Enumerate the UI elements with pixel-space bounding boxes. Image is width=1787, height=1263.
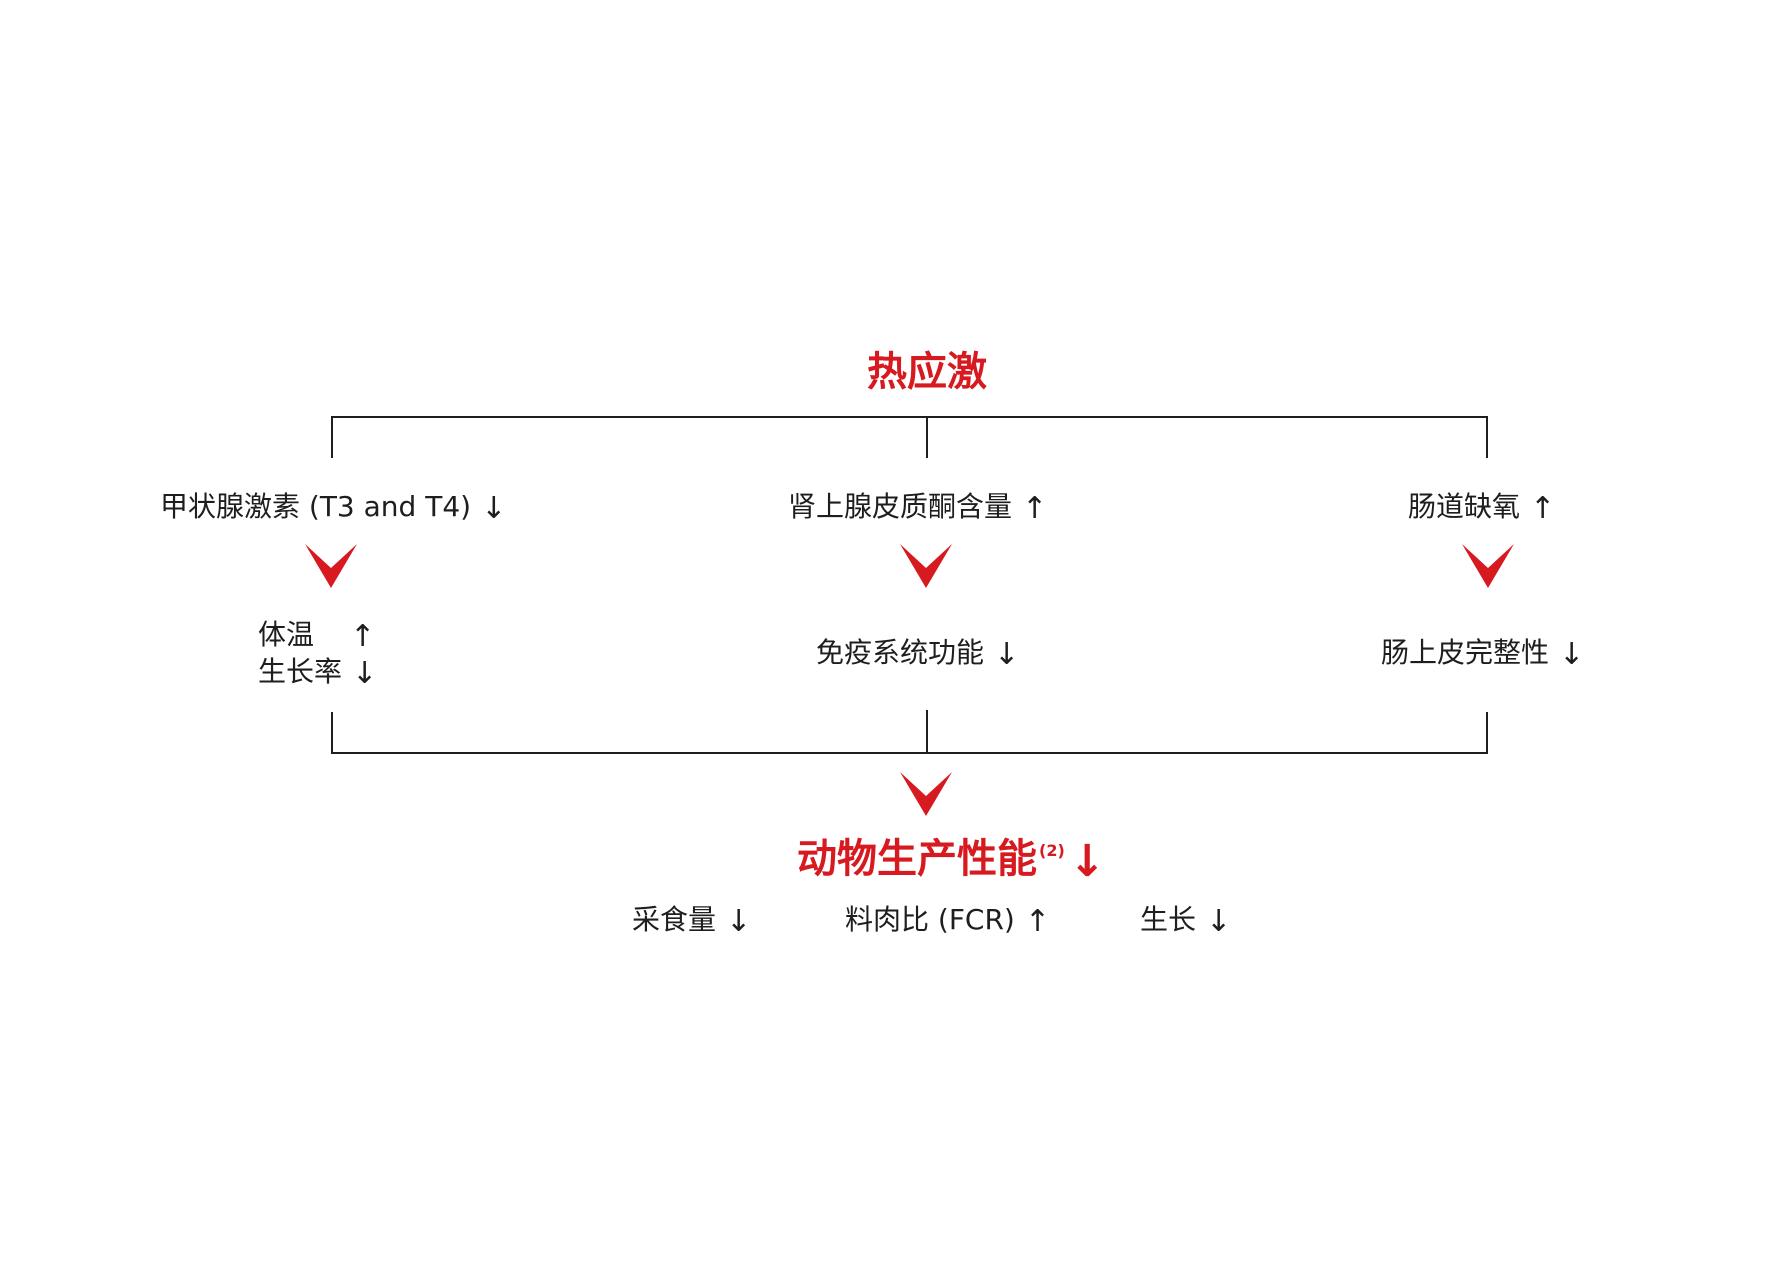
branch-cause-corticosterone: 肾上腺皮质酮含量 ↑ (788, 490, 1047, 526)
branch-cause-intestinal-hypoxia: 肠道缺氧 ↑ (1408, 490, 1555, 526)
effect-label: 免疫系统功能 (816, 636, 985, 669)
result-label: 动物生产性能 (797, 836, 1037, 882)
red-chevron-down-icon (900, 772, 952, 816)
outcome-label: 料肉比 (FCR) (845, 903, 1015, 936)
arrow-up-icon: ↑ (1024, 904, 1051, 939)
arrow-up-icon: ↑ (1022, 491, 1048, 526)
outcome-fcr: 料肉比 (FCR) ↑ (845, 903, 1050, 939)
arrow-down-icon: ↓ (1559, 637, 1585, 672)
outcome-growth: 生长 ↓ (1140, 903, 1231, 939)
effect-growth-rate: 生长率 ↓ (258, 655, 377, 691)
cause-label: 甲状腺激素 (T3 and T4) (160, 490, 472, 523)
outcome-label: 采食量 (632, 903, 717, 936)
arrow-down-icon: ↓ (1206, 904, 1232, 939)
outcome-label: 生长 (1140, 903, 1197, 936)
arrow-down-icon: ↓ (994, 637, 1020, 672)
effect-label: 生长率 (258, 655, 343, 688)
arrow-down-icon: ↓ (481, 491, 507, 526)
effect-label: 肠上皮完整性 (1381, 636, 1550, 669)
red-chevron-down-icon (900, 544, 952, 588)
arrow-up-icon: ↑ (350, 619, 376, 654)
red-chevron-down-icon (305, 544, 357, 588)
citation-superscript: (2) (1039, 841, 1065, 860)
cause-label: 肾上腺皮质酮含量 (788, 490, 1013, 523)
diagram-title: 热应激 (867, 349, 987, 395)
effect-epithelial-integrity: 肠上皮完整性 ↓ (1381, 636, 1584, 672)
effect-body-temperature: 体温 ↑ (258, 618, 375, 654)
arrow-down-icon: ↓ (352, 656, 378, 691)
branch-cause-thyroid: 甲状腺激素 (T3 and T4) ↓ (160, 490, 506, 526)
red-chevron-down-icon (1462, 544, 1514, 588)
effect-immune-function: 免疫系统功能 ↓ (816, 636, 1019, 672)
arrow-up-icon: ↑ (1530, 491, 1556, 526)
effect-label: 体温 (258, 618, 315, 651)
outcome-feed-intake: 采食量 ↓ (632, 903, 751, 939)
arrow-down-icon: ↓ (1068, 836, 1106, 887)
arrow-down-icon: ↓ (726, 904, 752, 939)
result-heading: 动物生产性能(2)↓ (797, 827, 1106, 886)
cause-label: 肠道缺氧 (1408, 490, 1521, 523)
